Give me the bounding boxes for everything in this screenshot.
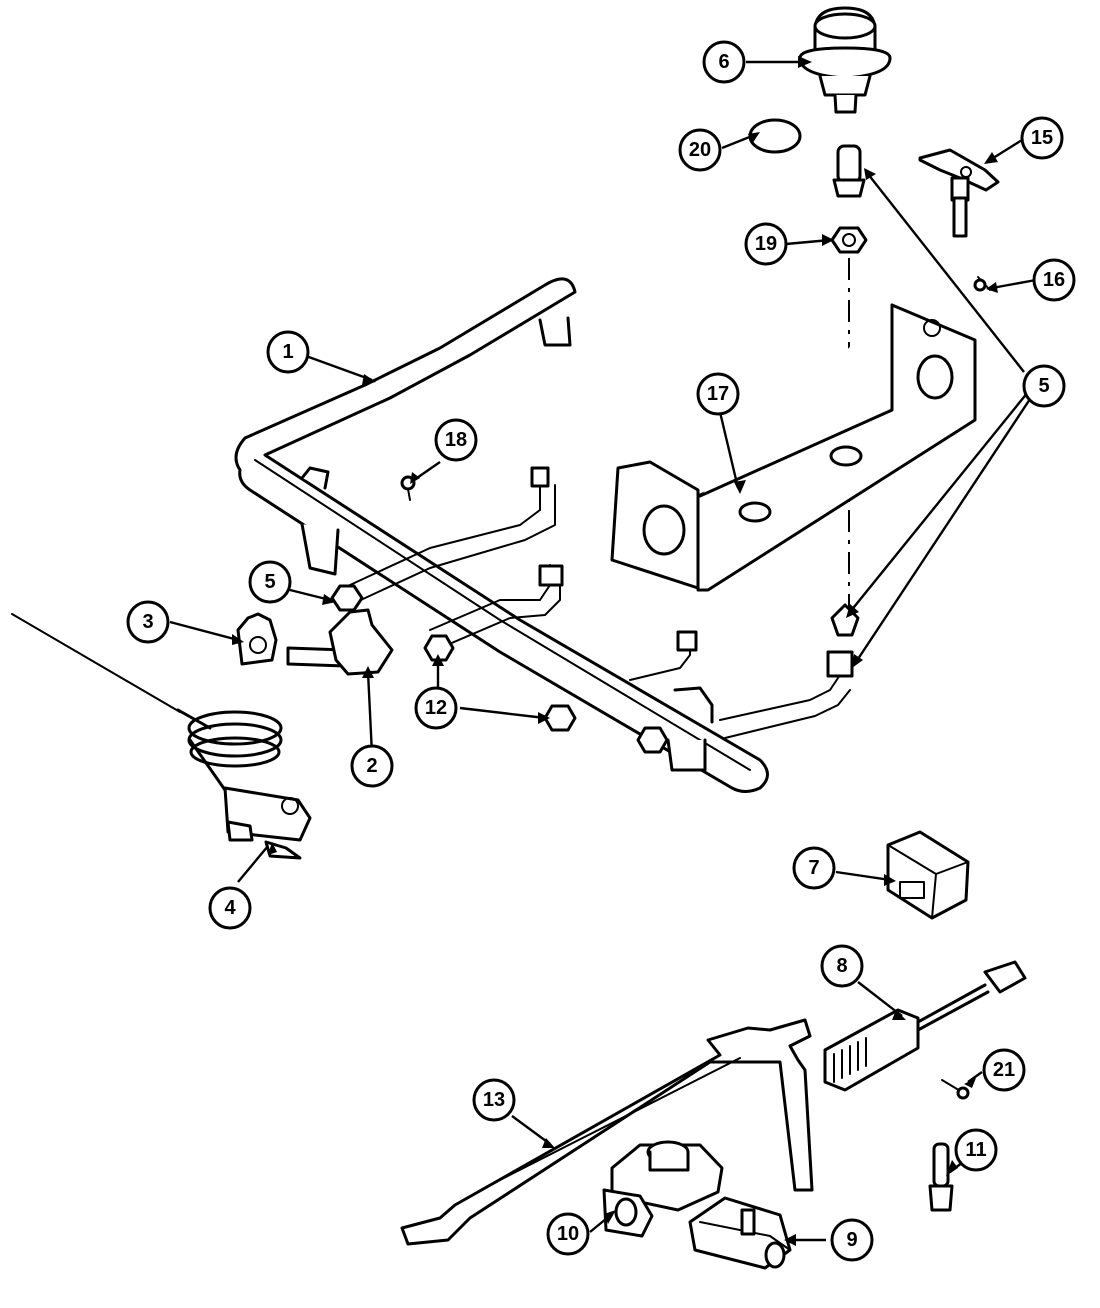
callout-17: 17	[696, 372, 740, 416]
manifold-pipe	[234, 277, 769, 793]
callout-9: 9	[830, 1218, 874, 1262]
callout-15: 15	[1020, 116, 1064, 160]
burner-head	[798, 6, 892, 114]
svg-text:8: 8	[836, 955, 847, 977]
svg-text:9: 9	[846, 1229, 857, 1251]
gas-regulator-10	[602, 1140, 724, 1238]
valve-2	[286, 608, 394, 676]
callout-8: 8	[820, 944, 864, 988]
callout-19: 19	[744, 222, 788, 266]
callout-6: 6	[702, 40, 746, 84]
fitting-nut	[636, 726, 669, 754]
callout-21: 21	[982, 1048, 1026, 1092]
callout-4: 4	[208, 886, 252, 930]
svg-text:19: 19	[755, 233, 777, 255]
svg-text:10: 10	[557, 1223, 579, 1245]
ignitor-bracket	[918, 148, 1000, 238]
svg-text:18: 18	[445, 429, 467, 451]
callout-12: 12	[414, 686, 458, 730]
fitting-nut-5	[330, 584, 364, 612]
callout-5-left: 5	[248, 560, 292, 604]
arrowheads	[232, 56, 998, 1246]
burner-support-bracket	[610, 303, 977, 592]
svg-text:20: 20	[689, 139, 711, 161]
callout-18: 18	[434, 418, 478, 462]
callout-3: 3	[126, 600, 170, 644]
svg-text:3: 3	[142, 611, 153, 633]
burner-tube-13	[400, 1018, 814, 1246]
svg-text:5: 5	[1038, 375, 1049, 397]
valve-bracket-3	[236, 612, 278, 666]
svg-text:11: 11	[965, 1139, 986, 1161]
svg-text:4: 4	[224, 897, 236, 919]
svg-text:16: 16	[1043, 269, 1065, 291]
o-ring	[748, 118, 802, 154]
wire-harness-8	[823, 960, 1027, 1092]
callout-13: 13	[472, 1078, 516, 1122]
thermostat-4	[11, 613, 312, 860]
callout-2: 2	[350, 744, 394, 788]
gas-tubes	[349, 466, 860, 772]
spark-module-7	[886, 830, 970, 920]
svg-text:21: 21	[993, 1059, 1015, 1081]
svg-text:12: 12	[425, 697, 447, 719]
screw-21	[941, 1079, 970, 1100]
svg-text:17: 17	[707, 383, 729, 405]
svg-text:7: 7	[808, 857, 819, 879]
callout-7: 7	[792, 846, 836, 890]
callout-10: 10	[546, 1212, 590, 1256]
callout-1: 1	[266, 330, 310, 374]
callout-16: 16	[1032, 258, 1076, 302]
svg-text:2: 2	[366, 755, 377, 777]
callout-11: 11	[954, 1128, 998, 1172]
svg-text:6: 6	[718, 51, 729, 73]
callout-5-right: 5	[1022, 364, 1066, 408]
orifice-top	[832, 144, 866, 198]
svg-text:15: 15	[1031, 127, 1053, 149]
fitting-nut-12a	[423, 634, 455, 662]
svg-text:1: 1	[282, 341, 293, 363]
hex-nut-19	[830, 226, 868, 254]
electrode-11	[928, 1142, 954, 1212]
callout-20: 20	[678, 128, 722, 172]
svg-text:5: 5	[264, 571, 275, 593]
fitting-nut-12b	[543, 704, 577, 732]
svg-text:13: 13	[483, 1089, 505, 1111]
valve-switch-9	[688, 1196, 792, 1270]
leader-lines	[169, 60, 1037, 1242]
